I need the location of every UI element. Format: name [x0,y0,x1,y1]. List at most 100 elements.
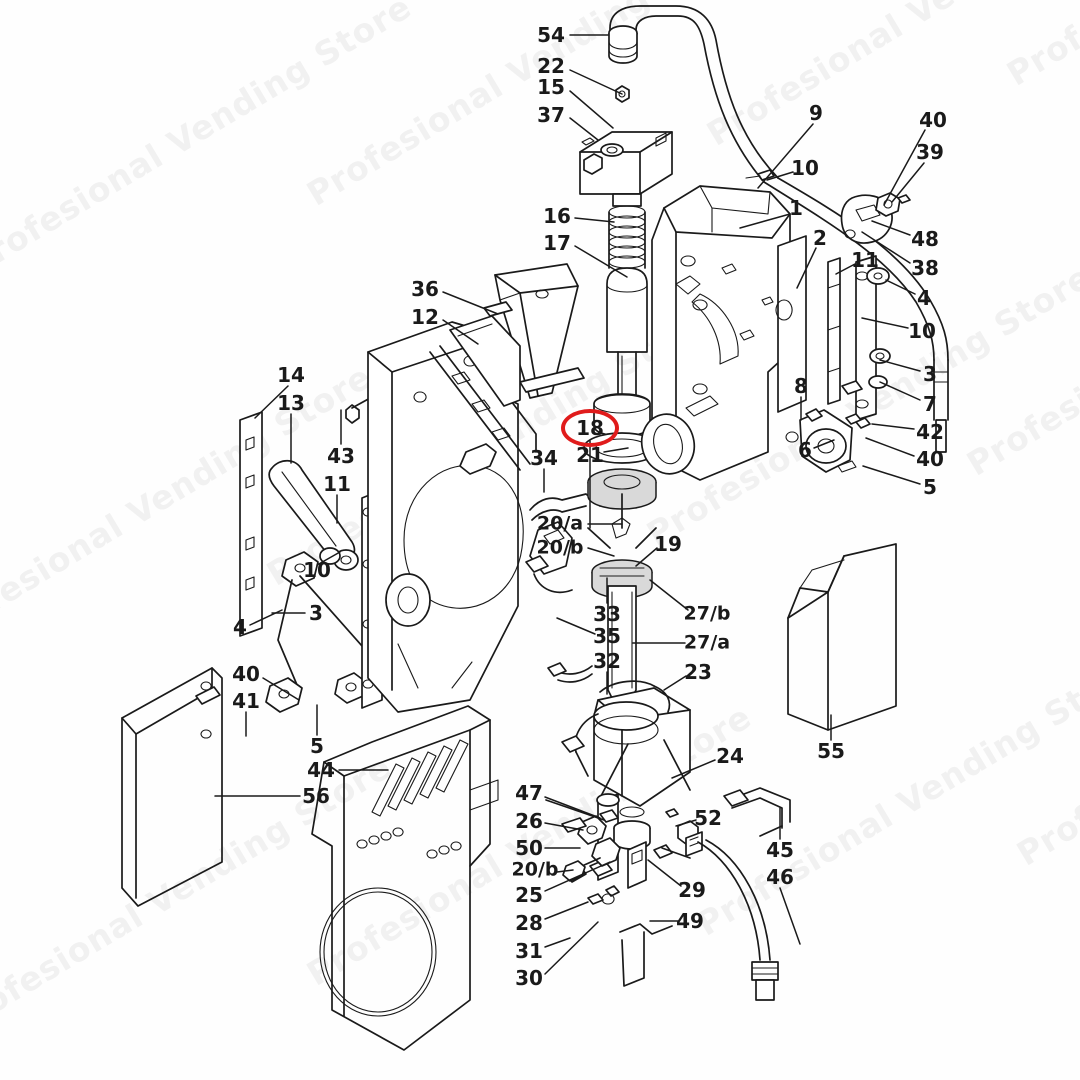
callout-label-7: 7 [923,392,937,416]
callout-label-40: 40 [916,447,944,471]
leader-line-6 [813,439,835,449]
part-lever-13 [265,459,379,713]
callout-label-42: 42 [916,420,944,444]
leader-line-46 [779,887,801,945]
callout-label-17: 17 [543,231,571,255]
callout-label-23: 23 [684,660,712,684]
callout-label-54: 54 [537,23,565,47]
callout-label-10: 10 [908,319,936,343]
callout-label-35: 35 [593,624,621,648]
callout-label-45: 45 [766,838,794,862]
callout-label-37: 37 [537,103,565,127]
leader-line-10 [766,171,794,181]
leader-line-14 [254,385,289,419]
callout-label-48: 48 [911,227,939,251]
leader-line-10 [316,551,341,566]
leader-line-20-b [556,869,574,873]
callout-label-9: 9 [809,101,823,125]
part-links-33 [547,662,593,683]
leader-line-16 [574,217,615,223]
callout-label-25: 25 [515,883,543,907]
leader-line-1 [739,213,791,229]
callout-label-5: 5 [923,475,937,499]
callout-label-28: 28 [515,911,543,935]
callout-label-20-b: 20/b [536,536,584,559]
callout-label-30: 30 [515,966,543,990]
callout-label-6: 6 [798,438,812,462]
callout-label-44: 44 [307,758,335,782]
leader-line-12 [442,319,479,345]
callout-label-18: 18 [576,416,604,440]
part-cam-assembly [785,380,871,473]
callout-label-36: 36 [411,277,439,301]
callout-label-3: 3 [923,362,937,386]
callout-label-40: 40 [919,108,947,132]
leader-line-17 [574,245,628,278]
callout-label-20-b: 20/b [511,858,559,881]
highlight-ellipse-part-18 [561,409,619,447]
callout-label-21: 21 [576,443,604,467]
callout-label-47: 47 [515,781,543,805]
callout-label-19: 19 [654,532,682,556]
leader-line-3 [879,359,921,372]
callout-label-52: 52 [694,806,722,830]
part-hose-right [763,177,949,453]
part-lower-hardware [545,787,791,1001]
part-bracket-14 [239,411,263,637]
callout-label-40: 40 [232,662,260,686]
part-housing-12 [367,315,537,713]
callout-label-56: 56 [302,784,330,808]
leader-line-19 [635,547,658,567]
part-bracket-34 [525,493,601,594]
callout-label-24: 24 [716,744,744,768]
leader-line-52 [675,819,697,827]
callout-label-4: 4 [233,615,247,639]
part-small-fasteners [587,893,604,905]
callout-label-11: 11 [851,248,879,272]
callout-label-27-a: 27/a [683,631,731,654]
callout-label-8: 8 [794,374,808,398]
callout-label-2: 2 [813,226,827,250]
leader-line-7 [879,381,921,401]
leader-line-40 [262,677,300,701]
part-panel-55 [787,543,897,731]
part-piston-17 [606,267,648,421]
callout-label-12: 12 [411,305,439,329]
leader-line-30 [544,921,599,975]
leader-line-11 [835,263,856,275]
leader-line-38 [861,231,911,264]
leader-line-31 [544,937,571,948]
part-panel-56 [121,667,223,907]
callout-label-46: 46 [766,865,794,889]
callout-label-1: 1 [789,196,803,220]
callout-label-33: 33 [593,602,621,626]
leader-line-36 [442,291,499,315]
part-main-body-1 [651,185,807,481]
leader-line-9 [757,123,814,189]
callout-label-22: 22 [537,54,565,78]
leader-lines [214,34,926,975]
leader-line-20-b [587,547,615,557]
part-hose-54 [608,5,779,183]
callout-label-14: 14 [277,363,305,387]
leader-line-24 [671,759,716,779]
leader-line-29 [647,859,682,887]
callout-label-4: 4 [917,286,931,310]
callout-label-50: 50 [515,836,543,860]
leader-line-28 [544,901,589,920]
leader-line-27-b [649,579,689,611]
leader-line-48 [871,220,911,236]
leader-line-37 [569,117,599,141]
leader-line-40 [883,129,926,206]
part-funnel-36 [483,263,585,399]
callout-label-49: 49 [676,909,704,933]
leader-line-5 [862,465,921,485]
callout-label-29: 29 [678,878,706,902]
leader-line-22 [569,69,623,95]
callout-label-16: 16 [543,204,571,228]
leader-line-23 [663,675,687,691]
callout-label-3: 3 [309,601,323,625]
